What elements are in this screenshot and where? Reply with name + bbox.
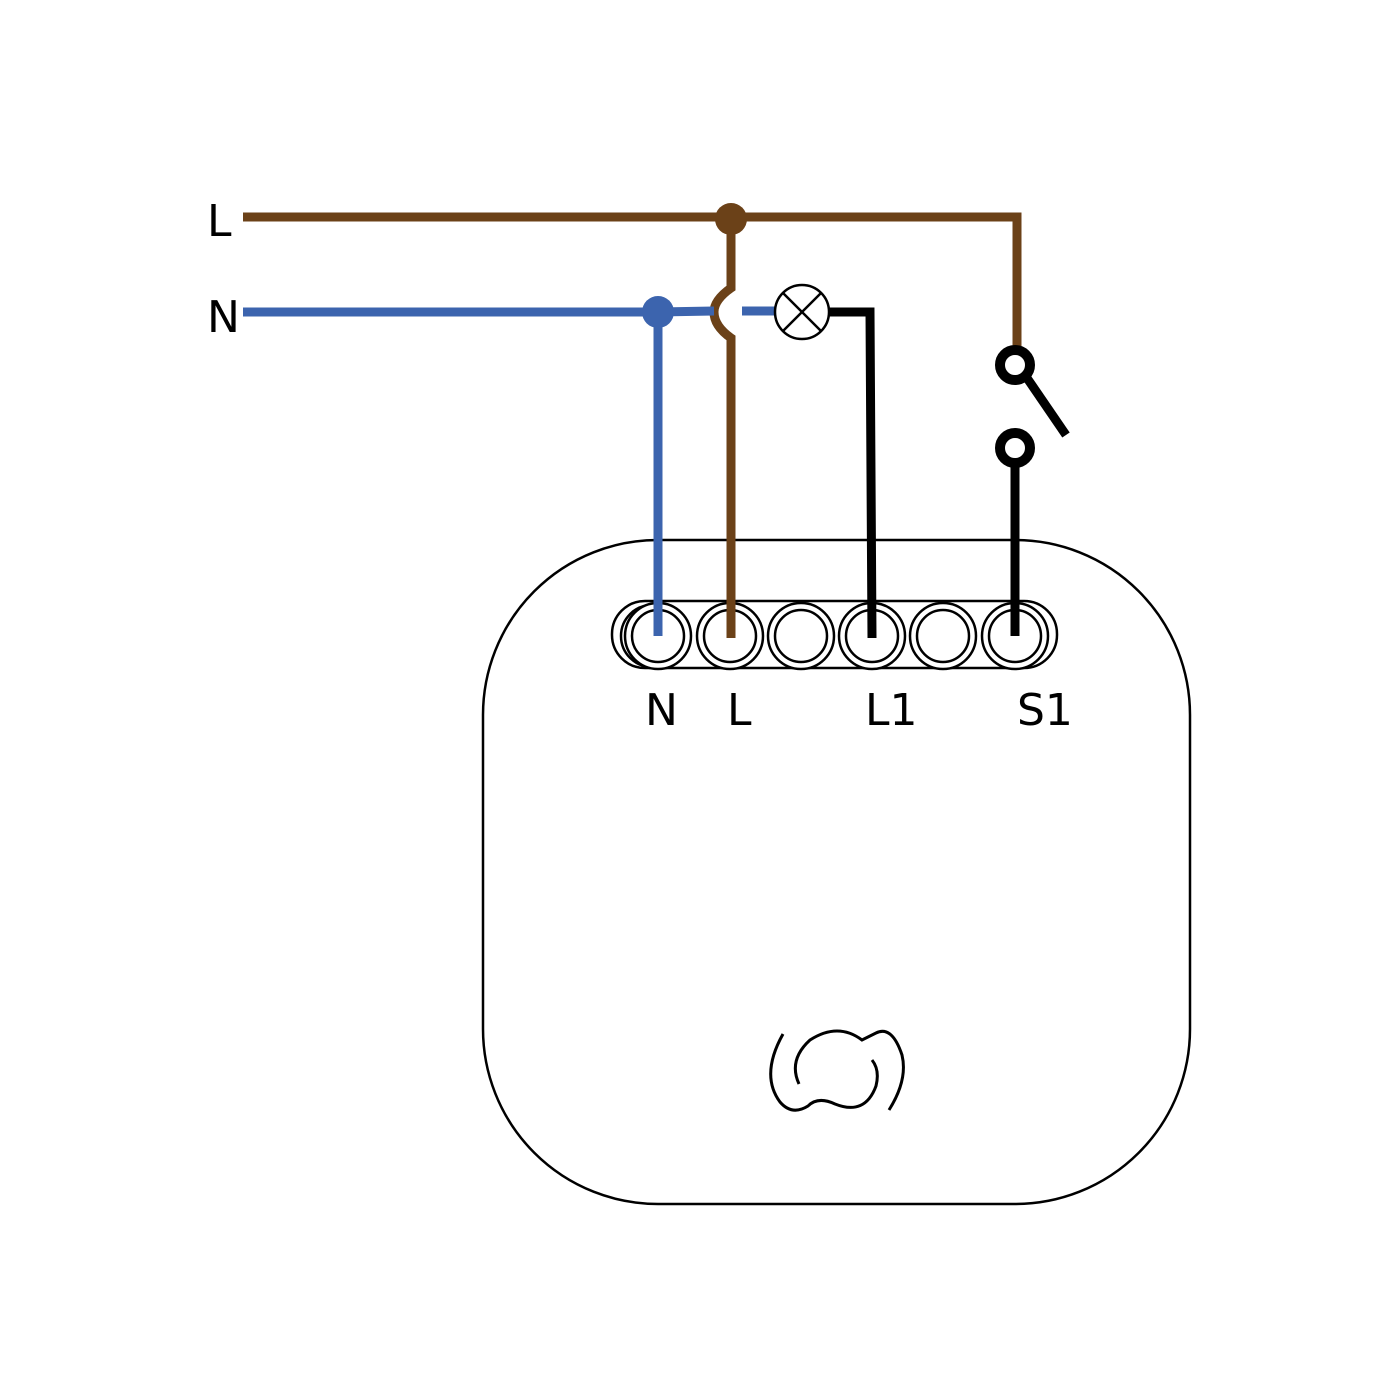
terminal-block	[610, 599, 1059, 671]
neutral-wire	[243, 306, 776, 317]
device-body	[481, 538, 1192, 1206]
switched-live-wire	[829, 307, 877, 639]
terminal-screw	[915, 608, 971, 664]
live-drop-wire	[709, 219, 736, 638]
device-logo	[769, 1029, 905, 1112]
switch-lever	[1023, 375, 1070, 438]
terminal-label-l: L	[727, 685, 752, 736]
terminal-label-s1: S1	[1017, 685, 1073, 736]
live-wire	[243, 212, 1022, 352]
switch-icon	[995, 345, 1035, 468]
terminal-label-l1: L1	[865, 685, 918, 736]
terminal-label-n: N	[645, 685, 678, 736]
lamp-icon	[773, 283, 831, 341]
live-junction-dot	[715, 203, 747, 235]
neutral-junction-dot	[642, 296, 674, 328]
mains-live-label: L	[207, 196, 232, 247]
terminal-screw	[773, 608, 829, 664]
mains-neutral-label: N	[207, 292, 240, 343]
